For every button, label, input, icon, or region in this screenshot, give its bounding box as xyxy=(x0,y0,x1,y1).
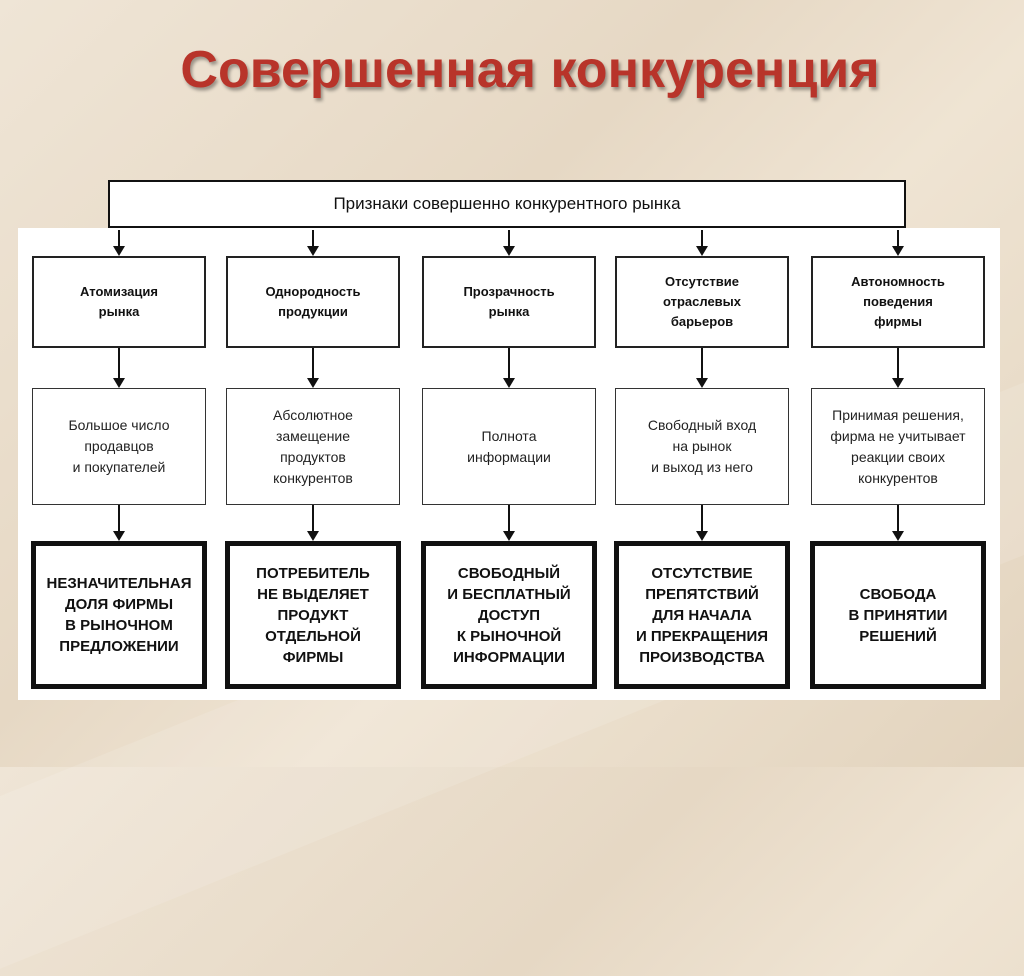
arrow-icon xyxy=(696,348,708,388)
arrow-icon xyxy=(503,505,515,541)
result-box: НЕЗНАЧИТЕЛЬНАЯ ДОЛЯ ФИРМЫ В РЫНОЧНОМ ПРЕ… xyxy=(31,541,207,689)
arrow-icon xyxy=(307,348,319,388)
arrow-icon xyxy=(892,505,904,541)
description-box: Принимая решения, фирма не учитывает реа… xyxy=(811,388,985,505)
arrow-icon xyxy=(113,230,125,256)
arrow-icon xyxy=(307,505,319,541)
feature-box: Прозрачность рынка xyxy=(422,256,596,348)
header-box: Признаки совершенно конкурентного рынка xyxy=(108,180,906,228)
arrow-icon xyxy=(696,505,708,541)
result-box: СВОБОДА В ПРИНЯТИИ РЕШЕНИЙ xyxy=(810,541,986,689)
description-box: Свободный вход на рынок и выход из него xyxy=(615,388,789,505)
arrow-icon xyxy=(892,230,904,256)
result-box: ОТСУТСТВИЕ ПРЕПЯТСТВИЙ ДЛЯ НАЧАЛА И ПРЕК… xyxy=(614,541,790,689)
description-box: Полнота информации xyxy=(422,388,596,505)
arrow-icon xyxy=(113,348,125,388)
result-box: СВОБОДНЫЙ И БЕСПЛАТНЫЙ ДОСТУП К РЫНОЧНОЙ… xyxy=(421,541,597,689)
result-box: ПОТРЕБИТЕЛЬ НЕ ВЫДЕЛЯЕТ ПРОДУКТ ОТДЕЛЬНО… xyxy=(225,541,401,689)
arrow-icon xyxy=(696,230,708,256)
slide-title: Совершенная конкуренция xyxy=(180,41,880,99)
feature-box: Однородность продукции xyxy=(226,256,400,348)
arrow-icon xyxy=(503,230,515,256)
arrow-icon xyxy=(892,348,904,388)
description-box: Большое число продавцов и покупателей xyxy=(32,388,206,505)
feature-box: Атомизация рынка xyxy=(32,256,206,348)
feature-box: Автономность поведения фирмы xyxy=(811,256,985,348)
arrow-icon xyxy=(307,230,319,256)
arrow-icon xyxy=(113,505,125,541)
arrow-icon xyxy=(503,348,515,388)
feature-box: Отсутствие отраслевых барьеров xyxy=(615,256,789,348)
description-box: Абсолютное замещение продуктов конкурент… xyxy=(226,388,400,505)
